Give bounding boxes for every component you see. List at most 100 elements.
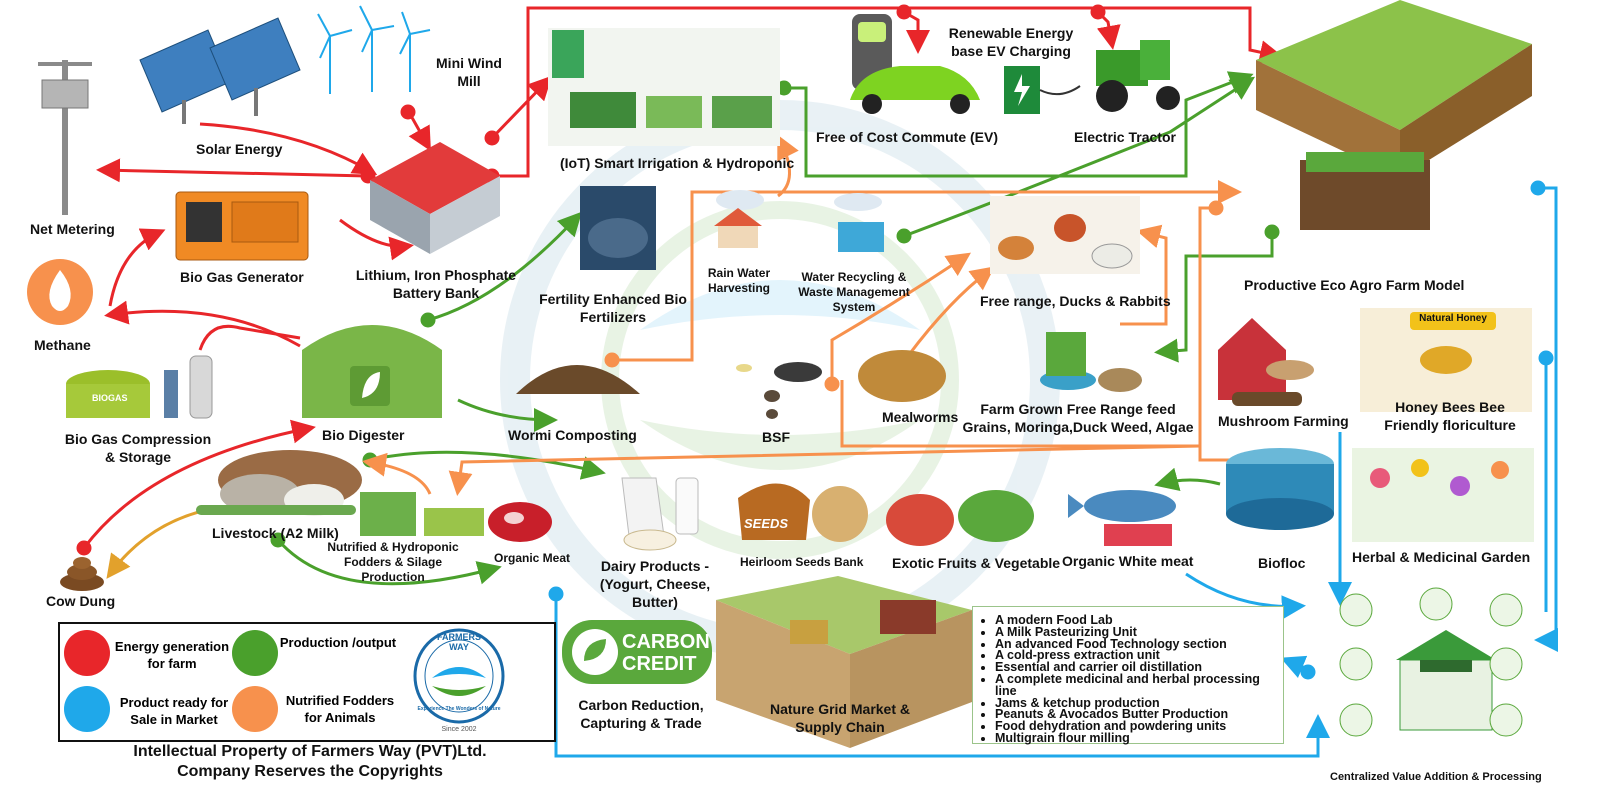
label-net-metering: Net Metering: [30, 221, 115, 237]
logo-tagline: Experience The Wonders of Nature: [417, 706, 501, 712]
compost-illustration: [516, 365, 640, 394]
arrow-generator-to-net: [108, 228, 166, 307]
label-biofloc: Biofloc: [1258, 555, 1306, 571]
processing-units-list: A modern Food Lab A Milk Pasteurizing Un…: [973, 614, 1283, 745]
leaf-icon: [572, 629, 618, 675]
label-honey-bees: Honey Bees Bee Friendly floriculture: [1384, 399, 1516, 433]
arrow-livestock-to-meat: [276, 539, 502, 586]
arrow-mealworm-to-free-range: [906, 266, 995, 357]
label-livestock: Livestock (A2 Milk): [212, 525, 339, 541]
label-nature-grid: Nature Grid Market & Supply Chain: [769, 701, 911, 735]
legend-swatch-fodder: [232, 686, 278, 732]
processing-unit-item: Multigrain flour milling: [995, 732, 1283, 745]
legend-swatch-production: [232, 630, 278, 676]
farmers-way-logo: FARMERS WAY Experience The Wonders of Na…: [412, 626, 506, 734]
dairy-illustration: [621, 477, 699, 551]
processing-unit-item: Peanuts & Avocados Butter Production: [995, 708, 1283, 721]
arrow-irrigation-to-farm: [784, 71, 1254, 178]
battery-bank-illustration: [370, 142, 500, 254]
legend-label-fodder: Nutrified Fodders for Animals: [285, 693, 395, 725]
label-natural-honey: Natural Honey: [1419, 313, 1487, 324]
fodder-arrows: [362, 134, 1318, 496]
label-dairy: Dairy Products - (Yogurt, Cheese, Butter…: [599, 558, 711, 610]
carbon-badge-line-2: CREDIT: [622, 653, 697, 675]
bio-digester-illustration: [302, 325, 442, 418]
arrow-water-to-farm: [903, 76, 1256, 238]
carbon-badge-line-1: CARBON: [622, 631, 710, 653]
arrow-battery-to-net-metering: [96, 158, 369, 183]
tractor-illustration: [1096, 40, 1180, 112]
carbon-credit-badge: CARBON CREDIT: [562, 620, 712, 684]
livestock-illustration: [196, 450, 362, 516]
fish-illustration: [1068, 490, 1176, 546]
arrow-feed-to-free-range: [1120, 224, 1168, 326]
arrow-digester-to-fertilizer: [427, 211, 583, 322]
arrow-dung-to-digester: [82, 419, 316, 549]
water-recycling-illustration: [834, 193, 884, 252]
biofloc-illustration: [1226, 448, 1334, 530]
eco-farm-illustration: [1256, 0, 1532, 230]
logo-since: Since 2002: [441, 726, 477, 733]
utility-pole-illustration: [38, 60, 92, 215]
label-seeds-sack: SEEDS: [744, 516, 789, 531]
mushroom-illustration: [1218, 318, 1314, 406]
arrow-digester-to-compost: [457, 398, 558, 432]
label-mushroom: Mushroom Farming: [1218, 413, 1349, 429]
arrow-generator-to-battery: [339, 218, 414, 261]
fruits-illustration: [886, 490, 1034, 546]
label-cow-dung: Cow Dung: [46, 593, 116, 609]
label-bio-gas-storage: Bio Gas Compression & Storage: [64, 431, 212, 465]
label-biogas-tank: BIOGAS: [92, 393, 128, 403]
processing-unit-item: A modern Food Lab: [995, 614, 1283, 627]
label-bio-fertilizers: Fertility Enhanced Bio Fertilizers: [539, 291, 687, 325]
arrow-compost-to-farm: [612, 180, 1242, 362]
cow-dung-illustration: [60, 557, 104, 591]
label-ev-charging: Renewable Energy base EV Charging: [948, 25, 1074, 59]
arrow-rain-to-irrigation: [777, 134, 799, 198]
irrigation-illustration: [548, 28, 780, 146]
free-range-illustration: [990, 196, 1140, 274]
label-electric-tractor: Electric Tractor: [1074, 129, 1176, 145]
arrow-to-free-range: [830, 252, 971, 384]
herbal-garden-illustration: [1352, 448, 1534, 542]
legend-swatch-energy: [64, 630, 110, 676]
processing-unit-item: Jams & ketchup production: [995, 696, 1283, 710]
label-solar-energy: Solar Energy: [196, 141, 283, 157]
arrow-solar-to-battery: [199, 122, 378, 176]
meat-illustration: [488, 502, 552, 542]
processing-unit-item: A complete medicinal and herbal processi…: [995, 673, 1283, 698]
label-battery-bank: Lithium, Iron Phosphate Battery Bank: [355, 267, 517, 301]
label-fodders: Nutrified & Hydroponic Fodders & Silage …: [327, 540, 459, 584]
solar-panels-illustration: [139, 17, 301, 124]
arrow-wind-to-battery: [408, 113, 431, 152]
label-water-recycling: Water Recycling & Waste Management Syste…: [798, 270, 910, 314]
arrow-livestock-to-dung: [106, 506, 217, 579]
label-carbon-trade: Carbon Reduction, Capturing & Trade: [578, 697, 704, 731]
rain-water-illustration: [714, 190, 764, 248]
processing-unit-item: An advanced Food Technology section: [995, 637, 1283, 651]
fertilizer-illustration: [580, 186, 656, 270]
label-methane: Methane: [34, 337, 91, 353]
processing-units-panel: A modern Food Lab A Milk Pasteurizing Un…: [972, 606, 1284, 744]
label-free-range: Free range, Ducks & Rabbits: [980, 293, 1171, 309]
arrow-battery-to-farm: [492, 6, 1284, 178]
label-mealworms: Mealworms: [882, 409, 959, 425]
legend-swatch-market: [64, 686, 110, 732]
arrow-fish-to-processing: [1185, 572, 1306, 620]
label-exotic-fruits: Exotic Fruits & Vegetable: [892, 555, 1061, 571]
methane-illustration: [27, 259, 93, 325]
generator-illustration: [175, 191, 309, 261]
processing-unit-item: Essential and carrier oil distillation: [995, 661, 1283, 674]
arrow-digester-to-storage: [198, 324, 301, 351]
label-value-addition: Centralized Value Addition & Processing: [1330, 771, 1542, 783]
label-mini-wind-mill: Mini Wind Mill: [436, 55, 502, 89]
bsf-illustration: [736, 362, 822, 419]
market-arrows: [548, 180, 1558, 758]
legend-label-energy: Energy generation for farm: [114, 639, 230, 671]
processing-unit-item: A cold-press extraction unit: [995, 649, 1283, 662]
processing-unit-item: Food dehydration and powdering units: [995, 720, 1283, 733]
label-herbal-garden: Herbal & Medicinal Garden: [1352, 549, 1531, 565]
charging-station-illustration: [1004, 66, 1081, 114]
biogas-storage-illustration: [66, 355, 213, 419]
